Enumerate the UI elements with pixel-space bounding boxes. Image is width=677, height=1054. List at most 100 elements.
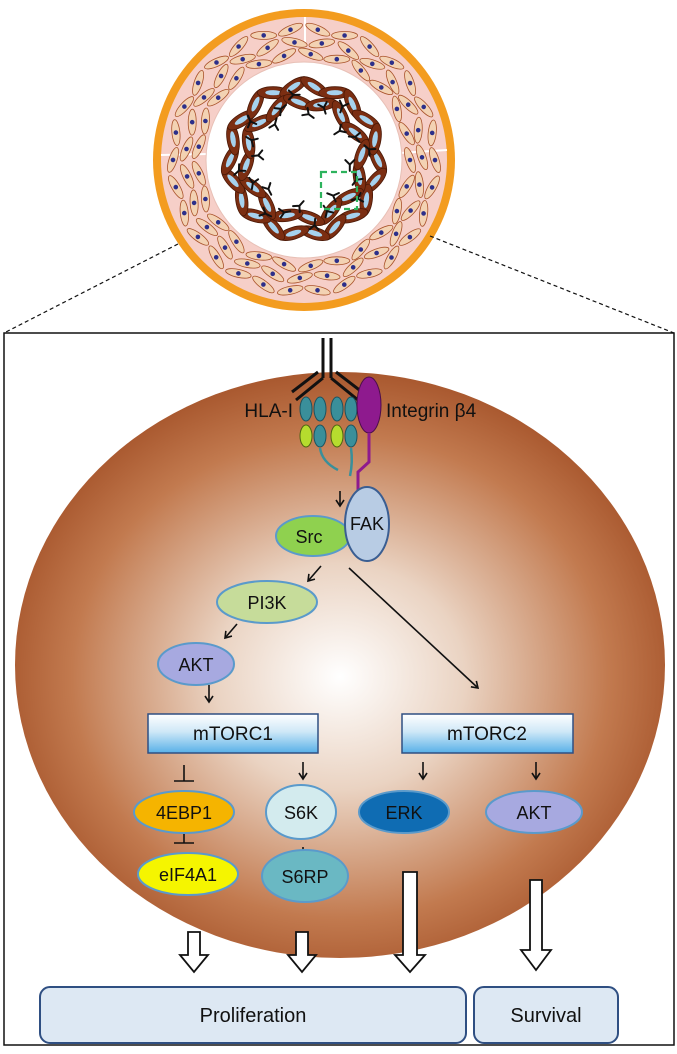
smooth-muscle-cell	[414, 96, 434, 118]
smooth-muscle-cell	[191, 161, 206, 186]
block-arrow-erk	[393, 871, 427, 974]
smooth-muscle-cell	[261, 265, 285, 283]
akt-lower-node: AKT	[485, 790, 583, 834]
smooth-muscle-cell	[204, 55, 229, 70]
integrin-beta4-label: Integrin β4	[386, 401, 477, 422]
smooth-muscle-cell	[278, 22, 303, 37]
smooth-muscle-cell	[200, 107, 210, 135]
smooth-muscle-cell	[356, 268, 383, 279]
smooth-muscle-cell	[305, 22, 331, 37]
smooth-muscle-cell	[414, 171, 425, 198]
survival-box: Survival	[473, 986, 619, 1044]
smooth-muscle-cell	[360, 36, 380, 58]
smooth-muscle-cell	[245, 251, 273, 261]
eif4a1-label: eIF4A1	[159, 865, 217, 885]
akt-upper-label: AKT	[178, 655, 213, 675]
endothelial-cells	[220, 76, 388, 241]
smooth-muscle-cell	[272, 48, 297, 64]
fak-label: FAK	[350, 514, 384, 534]
eif4a1-node: eIF4A1	[137, 852, 239, 896]
survival-label: Survival	[510, 1005, 581, 1027]
receptor-complex: HLA-I Integrin β4	[244, 338, 477, 492]
endothelial-cell	[368, 122, 382, 156]
pi3k-label: PI3K	[247, 593, 286, 613]
smooth-muscle-cell	[369, 79, 394, 95]
s6rp-node: S6RP	[261, 849, 349, 903]
smooth-muscle-cell	[404, 70, 417, 96]
smooth-muscle-cell	[333, 275, 356, 294]
block-arrow-eif4a1	[178, 931, 210, 974]
endothelial-cell	[226, 122, 240, 156]
smooth-muscle-cell	[391, 95, 402, 123]
smooth-muscle-cell	[225, 268, 252, 279]
smooth-muscle-cell	[383, 245, 400, 270]
mtorc2-label: mTORC2	[447, 724, 527, 745]
zoom-region-box	[319, 170, 359, 211]
smooth-muscle-cell	[229, 53, 256, 65]
mtorc1-label: mTORC1	[193, 724, 273, 745]
s6rp-label: S6RP	[281, 867, 328, 887]
smooth-muscle-cell	[179, 136, 194, 162]
zoom-line-left	[3, 243, 179, 334]
smooth-muscle-cell	[304, 285, 331, 296]
smooth-muscle-cell	[298, 47, 324, 61]
smooth-muscle-cell	[429, 147, 441, 173]
s6k-label: S6K	[284, 803, 318, 823]
block-arrow-s6rp	[286, 931, 318, 974]
endothelial-cell	[318, 86, 352, 100]
erk-label: ERK	[385, 803, 422, 823]
4ebp1-node: 4EBP1	[133, 790, 235, 834]
smooth-muscle-cell	[228, 36, 249, 57]
arrow-src-to-pi3k	[307, 565, 322, 583]
smooth-muscle-cell	[191, 134, 206, 159]
smooth-muscle-cell	[195, 218, 218, 237]
smooth-muscle-cell	[207, 213, 230, 231]
smooth-muscle-cell	[424, 175, 440, 200]
mtorc1-node: mTORC1	[147, 713, 319, 754]
fak-node: FAK	[344, 486, 390, 562]
smooth-muscle-cell	[186, 228, 210, 246]
src-label: Src	[296, 527, 323, 547]
pi3k-node: PI3K	[216, 580, 318, 624]
hla-i-label: HLA-I	[244, 401, 293, 422]
smooth-muscle-cell	[286, 272, 313, 284]
pathway-arrows	[174, 491, 541, 866]
arrow-fak-to-mtorc2	[348, 567, 480, 689]
akt-lower-label: AKT	[516, 803, 551, 823]
smooth-muscle-cell	[389, 221, 403, 247]
smooth-muscle-cell	[217, 235, 233, 260]
smooth-muscle-cell	[363, 246, 390, 260]
smooth-muscle-cell	[359, 57, 386, 70]
smooth-muscle-cell	[323, 256, 351, 266]
akt-upper-node: AKT	[157, 642, 235, 686]
smooth-muscle-cell	[171, 119, 181, 146]
smooth-muscle-cell	[398, 94, 419, 115]
endothelial-cell	[241, 126, 256, 160]
smooth-muscle-cell	[379, 55, 405, 70]
vessel-cross-section	[153, 9, 455, 311]
smooth-muscle-cell	[281, 37, 308, 48]
smooth-muscle-cell	[179, 164, 195, 189]
smooth-muscle-cell	[398, 228, 422, 246]
smooth-muscle-cell	[342, 257, 364, 277]
smooth-muscle-cell	[179, 199, 189, 227]
smooth-muscle-cell	[398, 174, 415, 198]
smooth-muscle-cell	[192, 70, 205, 96]
smooth-muscle-cell	[404, 147, 416, 173]
smooth-muscle-cell	[369, 225, 394, 241]
smooth-muscle-cell	[208, 245, 224, 270]
arrow-pi3k-to-akt	[224, 623, 238, 640]
smooth-muscle-cell	[398, 122, 415, 146]
smooth-muscle-cell	[277, 285, 304, 296]
smooth-muscle-cell	[337, 41, 359, 60]
proliferation-label: Proliferation	[200, 1005, 307, 1027]
smooth-muscle-cell	[351, 238, 371, 261]
zoom-line-right	[429, 235, 675, 334]
smooth-muscle-cell	[413, 116, 423, 144]
smooth-muscle-cell	[351, 59, 371, 82]
smooth-muscle-cell	[167, 147, 179, 173]
smooth-muscle-cell	[234, 258, 261, 269]
smooth-muscle-cell	[298, 259, 324, 273]
